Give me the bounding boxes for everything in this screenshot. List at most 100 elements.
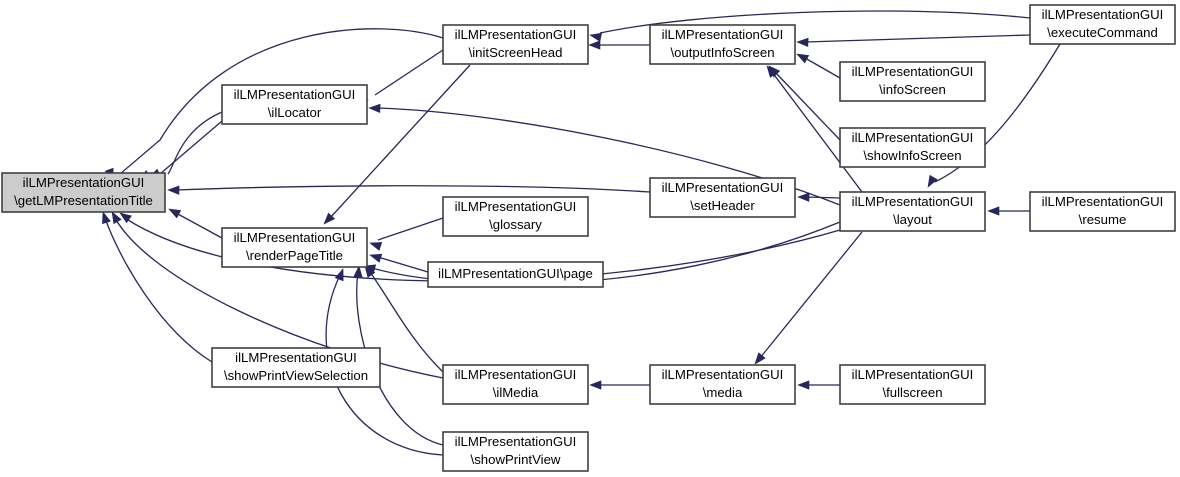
call-edge [796,53,841,79]
node-box[interactable] [1029,191,1176,232]
edge-line [119,28,444,175]
call-edge [589,380,650,390]
call-edge [588,40,650,50]
edge-arrowhead-icon [168,208,182,219]
edge-arrowhead-icon [323,212,336,225]
graph-node[interactable]: ilLMPresentationGUI \getLMPresentationTit… [1,172,166,213]
edge-arrowhead-icon [589,32,603,42]
node-label-line2: \getLMPresentationTitle [14,193,153,208]
edge-arrowhead-icon [369,253,383,263]
edge-line [774,71,841,141]
node-box[interactable] [221,84,368,125]
node-box[interactable] [427,261,604,288]
node-box[interactable] [1,172,166,213]
node-label-line1: ilLMPresentationGUI [1042,194,1164,209]
node-label-line2: \showInfoScreen [863,148,961,163]
node-box[interactable] [211,347,381,388]
graph-node[interactable]: ilLMPresentationGUI\layout [839,191,986,232]
node-label-line1: ilLMPresentationGUI [852,130,974,145]
call-edge [768,65,841,141]
graph-node[interactable]: ilLMPresentationGUI \resume [1029,191,1176,232]
graph-node[interactable]: ilLMPresentationGUI \showInfoScreen [839,127,986,168]
call-edge [987,206,1030,216]
call-edge [754,231,863,365]
node-box[interactable] [221,227,368,268]
node-box[interactable] [442,196,589,237]
node-label-line2: \resume [1079,212,1127,227]
call-edge [167,185,651,195]
call-edge [168,208,223,239]
node-label-line1: ilLMPresentationGUI [455,367,577,382]
graph-node[interactable]: ilLMPresentationGUI\ilLocator [221,84,368,125]
node-label-line2: \infoScreen [879,82,946,97]
edge-arrowhead-icon [797,192,810,202]
node-label-line1: ilLMPresentationGUI\page [438,266,593,281]
node-label-line1: ilLMPresentationGUI [455,434,577,449]
call-edge [797,192,841,202]
edge-arrowhead-icon [119,212,132,224]
graph-node[interactable]: ilLMPresentationGUI\showPrintViewSelecti… [211,347,381,388]
node-box[interactable] [1029,4,1176,45]
call-edge [927,43,1061,188]
edge-line [599,10,1031,34]
graph-node[interactable]: ilLMPresentationGUI\glossary [442,196,589,237]
node-label-line1: ilLMPresentationGUI [23,175,145,190]
node-box[interactable] [442,364,589,405]
edge-arrowhead-icon [766,65,778,78]
node-label-line2: \showPrintView [471,452,561,467]
node-box[interactable] [649,24,796,65]
graph-node[interactable]: ilLMPresentationGUI\fullscreen [839,364,986,405]
call-edge [797,380,840,390]
edge-line [175,185,651,193]
node-label-line2: \outputInfoScreen [670,45,774,60]
edge-line [374,49,444,96]
node-box[interactable] [649,364,796,405]
node-box[interactable] [839,127,986,168]
graph-node[interactable]: ilLMPresentationGUI\setHeader [649,177,796,218]
edge-arrowhead-icon [754,352,766,365]
node-label-line1: ilLMPresentationGUI [852,64,974,79]
node-label-line1: ilLMPresentationGUI [1042,7,1164,22]
edge-line [805,196,841,199]
call-edge [111,211,444,379]
edge-line [114,217,444,379]
node-box[interactable] [839,364,986,405]
graph-node[interactable]: ilLMPresentationGUI \media [649,364,796,405]
graph-node[interactable]: ilLMPresentationGUI \infoScreen [839,61,986,102]
edge-arrowhead-icon [334,268,344,282]
edge-arrowhead-icon [369,242,383,251]
edge-line [759,231,863,359]
node-box[interactable] [839,61,986,102]
call-edge [355,49,444,101]
graph-node[interactable]: ilLMPresentationGUI\executeCommand [1029,4,1176,45]
edge-arrowhead-icon [796,53,810,64]
node-box[interactable] [442,431,589,472]
node-label-line1: ilLMPresentationGUI [455,27,577,42]
edge-arrowhead-icon [167,185,180,195]
graph-node[interactable]: ilLMPresentationGUI \initScreenHead [442,24,589,65]
edge-line [377,217,444,241]
call-edge [796,34,1031,48]
node-box[interactable] [839,191,986,232]
edge-arrowhead-icon [927,174,938,188]
node-label-line2: \layout [893,212,932,227]
node-box[interactable] [442,24,589,65]
graph-node[interactable]: ilLMPresentationGUI\renderPageTitle [221,227,368,268]
edge-line [804,34,1031,43]
graph-node[interactable]: ilLMPresentationGUI\outputInfoScreen [649,24,796,65]
edge-arrowhead-icon [368,103,381,114]
graph-node[interactable]: ilLMPresentationGUI \showPrintView [442,431,589,472]
node-label-line2: \media [703,385,743,400]
call-edge [325,268,444,456]
node-label-line1: ilLMPresentationGUI [662,367,784,382]
edge-arrowhead-icon [111,211,122,225]
node-label-line2: \initScreenHead [469,45,563,60]
edge-arrowhead-icon [796,37,809,48]
node-box[interactable] [649,177,796,218]
call-edge [369,217,444,251]
node-label-line1: ilLMPresentationGUI [455,199,577,214]
graph-node[interactable]: ilLMPresentationGUI\ilMedia [442,364,589,405]
graph-node[interactable]: ilLMPresentationGUI\page [427,261,604,288]
edge-arrowhead-icon [588,40,601,50]
